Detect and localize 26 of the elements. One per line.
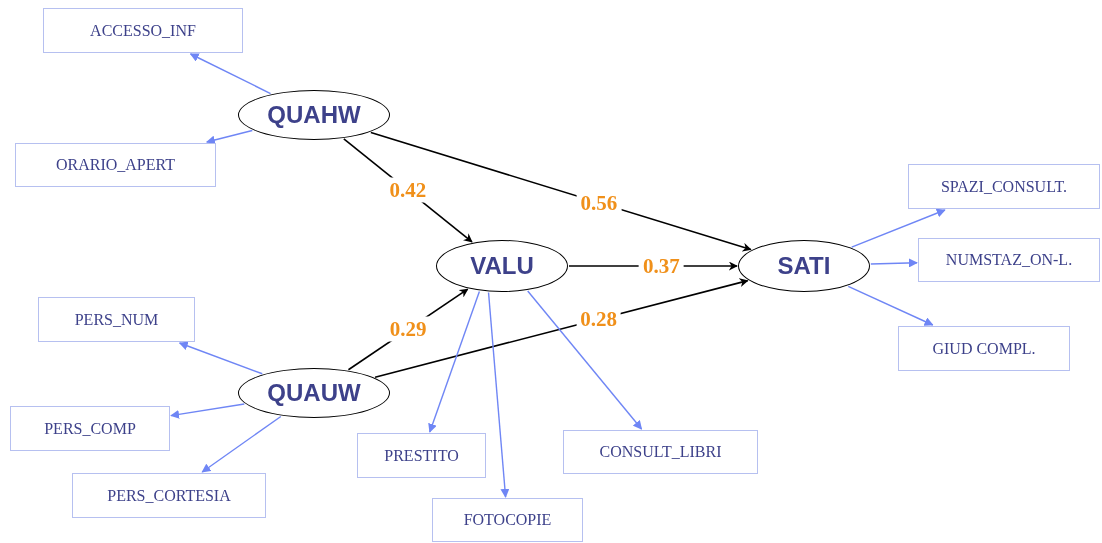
latent-variable-ellipse: QUAUW (238, 368, 390, 418)
indicator-box: ACCESSO_INF (43, 8, 243, 53)
edge-label: 0.29 (385, 316, 431, 342)
latent-variable-ellipse: SATI (738, 240, 870, 292)
indicator-box: GIUD COMPL. (898, 326, 1070, 371)
arrow (205, 129, 253, 145)
indicator-box: PRESTITO (357, 433, 486, 478)
latent-variable-ellipse: VALU (436, 240, 568, 292)
arrow (870, 258, 918, 268)
arrow (178, 341, 263, 375)
latent-variable-ellipse: QUAHW (238, 90, 390, 140)
indicator-box: ORARIO_APERT (15, 143, 216, 187)
indicator-box: NUMSTAZ_ON-L. (918, 238, 1100, 282)
indicator-box: PERS_CORTESIA (72, 473, 266, 518)
arrow (487, 291, 510, 498)
arrow (189, 53, 272, 95)
arrow (847, 285, 934, 326)
indicator-box: PERS_COMP (10, 406, 170, 451)
indicator-box: SPAZI_CONSULT. (908, 164, 1100, 209)
indicator-box: PERS_NUM (38, 297, 195, 342)
arrow (851, 208, 946, 248)
indicator-box: CONSULT_LIBRI (563, 430, 758, 474)
arrow (428, 290, 481, 433)
arrow (527, 290, 643, 430)
indicator-box: FOTOCOPIE (432, 498, 583, 542)
arrow (170, 403, 245, 419)
